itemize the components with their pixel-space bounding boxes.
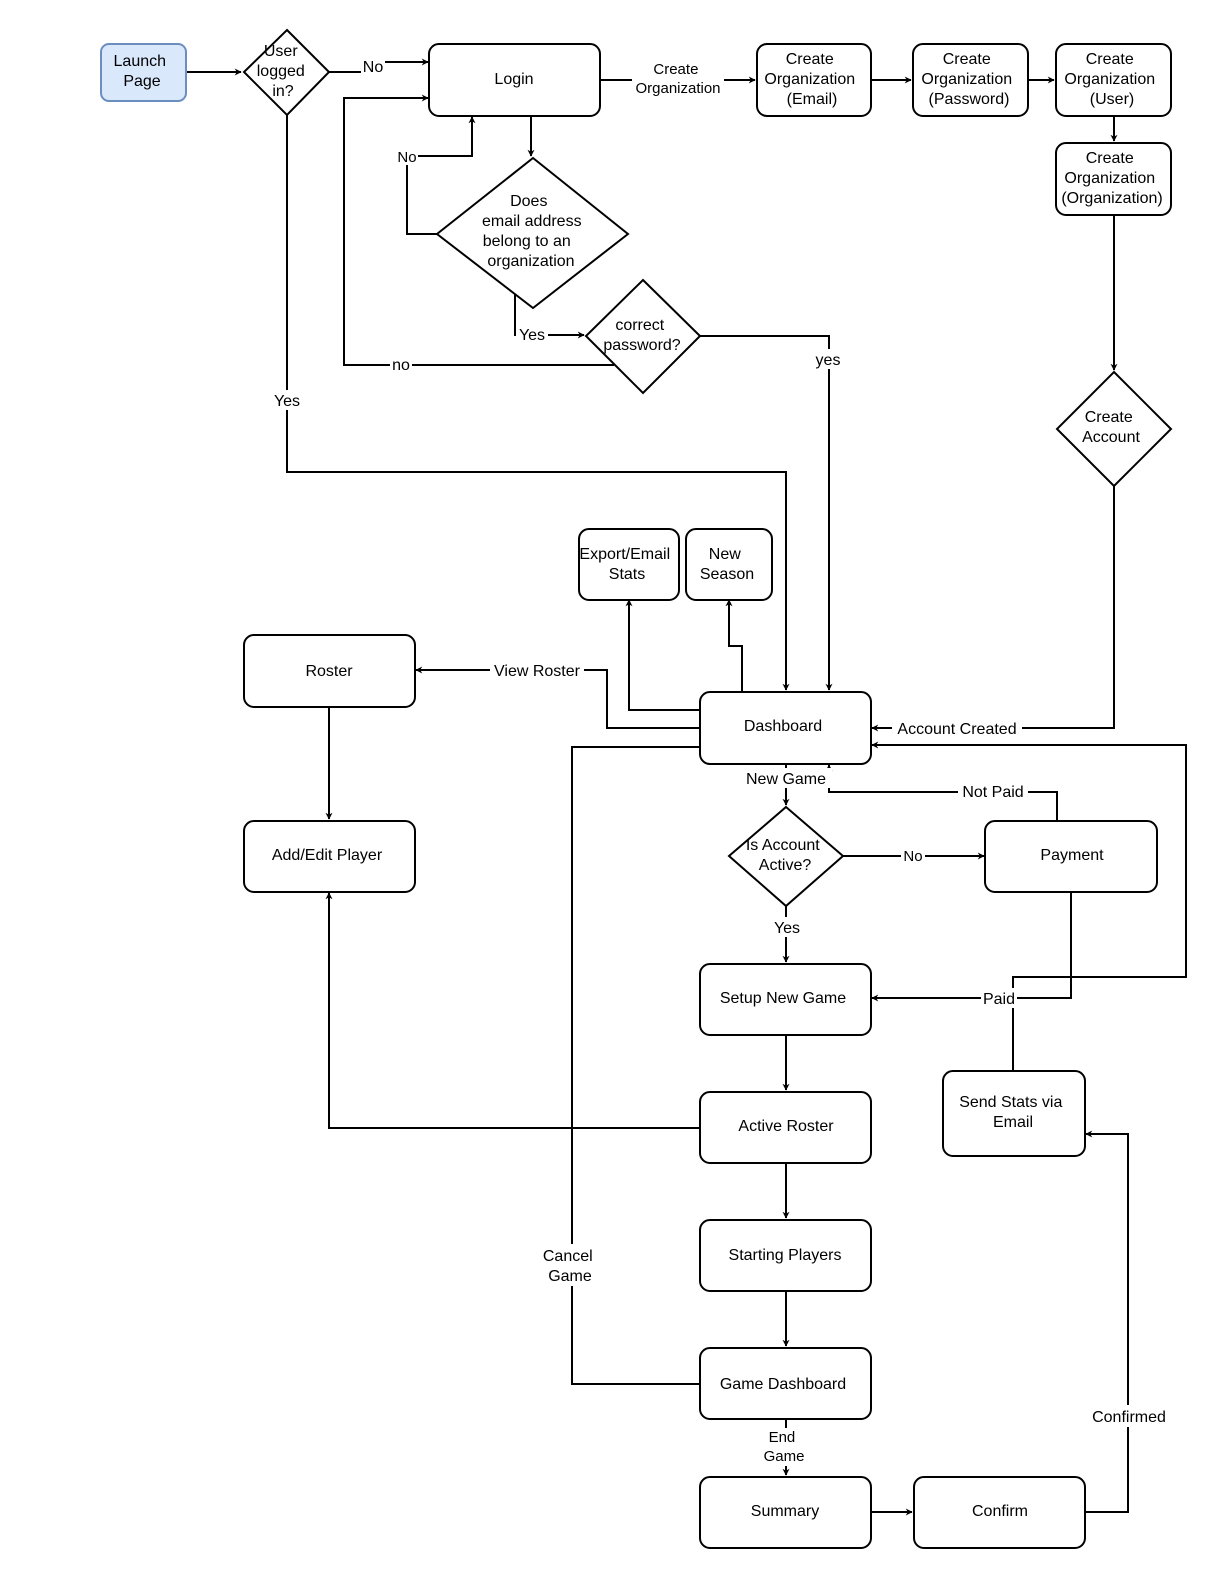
edge-password-no-to-login [343,94,614,366]
edge-label-confirmed: Confirmed [1092,1409,1166,1426]
edge-label-not-paid: Not Paid [962,784,1023,801]
svg-text:New Season: New Season [700,546,754,583]
svg-text:Summary: Summary [751,1503,819,1520]
node-game-dashboard[interactable]: Game Dashboard [699,1347,872,1420]
edge-label-create-organization: Create Organization [635,61,720,97]
svg-text:Create Organization: Create Organization (Email) [764,51,859,108]
svg-text:Send Stats via Email: Send Stats via Email [959,1094,1067,1131]
node-active-roster[interactable]: Active Roster [699,1091,872,1164]
node-summary[interactable]: Summary [699,1476,872,1549]
svg-text:Create Organization: Create Organization (User) [1064,51,1159,108]
svg-text:Payment: Payment [1040,847,1104,864]
edge-logged-in-yes-to-dashboard [286,115,790,691]
svg-text:Create Organization: Create Organization (Password) [921,51,1016,108]
svg-text:Is Account Active?: Is Account Active? [746,837,824,874]
edge-active-roster-to-add-edit [325,892,700,1129]
decision-email-belongs[interactable]: Does email address belong to an organiza… [435,156,630,310]
edge-label-no-email: No [397,149,416,166]
decision-correct-password[interactable]: correct password? [584,278,702,395]
node-add-edit-player[interactable]: Add/Edit Player [243,820,416,893]
edge-label-account-created: Account Created [897,721,1016,738]
edge-label-paid: Paid [983,991,1015,1008]
svg-text:Create Organization: Create Organization (Organization) [1061,150,1162,207]
svg-text:Add/Edit Player: Add/Edit Player [272,847,383,864]
node-send-stats-email[interactable]: Send Stats via Email [942,1070,1086,1157]
edge-label-no-active: No [903,848,922,865]
node-starting-players[interactable]: Starting Players [699,1219,872,1292]
edge-dashboard-to-new-season [725,599,743,692]
node-confirm[interactable]: Confirm [913,1476,1086,1549]
svg-text:Active Roster: Active Roster [738,1118,834,1135]
edge-label-no-password: no [392,357,410,374]
edge-label-view-roster: View Roster [494,663,581,680]
svg-text:Starting Players: Starting Players [729,1247,842,1264]
svg-text:Create Account: Create Account [1082,409,1140,446]
node-payment[interactable]: Payment [984,820,1158,893]
nodes: Launch Page User logged in? Login Create… [100,28,1173,1549]
decision-user-logged-in[interactable]: User logged in? [242,28,331,117]
svg-text:Export/Email Stats: Export/Email Stats [579,546,674,583]
edge-label-yes-password: yes [816,352,841,369]
node-create-org-email[interactable]: Create Organization (Email) [756,43,872,117]
svg-text:User logged in: User logged in? [257,43,310,100]
edge-create-account-to-dashboard [871,486,1115,732]
node-create-org-password[interactable]: Create Organization (Password) [912,43,1029,117]
edges [186,58,1187,1516]
svg-text:Setup New Game: Setup New Game [720,990,846,1007]
svg-text:Does email address: Does email address belong to an organiza… [482,193,586,270]
edge-game-cancel-to-dashboard [571,743,706,1385]
edge-label-new-game: New Game [746,771,826,788]
node-create-org-user[interactable]: Create Organization (User) [1055,43,1172,117]
edge-dashboard-to-export [625,599,700,711]
svg-text:Roster: Roster [305,663,353,680]
node-dashboard[interactable]: Dashboard [699,691,872,765]
edge-confirm-to-send-stats [1085,1130,1129,1513]
node-launch-page[interactable]: Launch Page [100,43,187,102]
svg-text:Login: Login [494,71,533,88]
edge-email-yes-to-password [514,292,585,339]
svg-text:Confirm: Confirm [972,1503,1028,1520]
node-login[interactable]: Login [428,43,601,117]
svg-text:Game Dashboard: Game Dashboard [720,1376,846,1393]
node-new-season[interactable]: New Season [685,528,773,601]
edge-labels: No Create Organization No Yes no yes Yes… [269,55,1170,1466]
node-roster[interactable]: Roster [243,634,416,708]
svg-text:Dashboard: Dashboard [744,718,822,735]
edge-label-no-login: No [363,59,384,76]
edge-label-yes-active: Yes [774,920,800,937]
node-create-org-organization[interactable]: Create Organization (Organization) [1055,142,1172,216]
node-setup-new-game[interactable]: Setup New Game [699,963,872,1036]
svg-text:correct password?: correct password? [603,317,680,354]
svg-text:Launch Page: Launch Page [114,53,171,90]
edge-send-stats-to-dashboard [871,741,1187,1070]
edge-label-yes-logged-in: Yes [274,393,300,410]
edge-label-end-game: End Game [764,1429,805,1465]
decision-account-active[interactable]: Is Account Active? [727,805,845,908]
edge-password-yes-to-dashboard [700,335,833,691]
edge-login-to-email-check [514,115,535,157]
edge-payment-paid-to-setup [871,891,1072,1002]
node-export-email-stats[interactable]: Export/Email Stats [578,528,680,601]
edge-label-cancel-game: Cancel Game [543,1248,597,1285]
decision-create-account[interactable]: Create Account [1055,370,1173,488]
edge-label-yes-email: Yes [519,327,545,344]
